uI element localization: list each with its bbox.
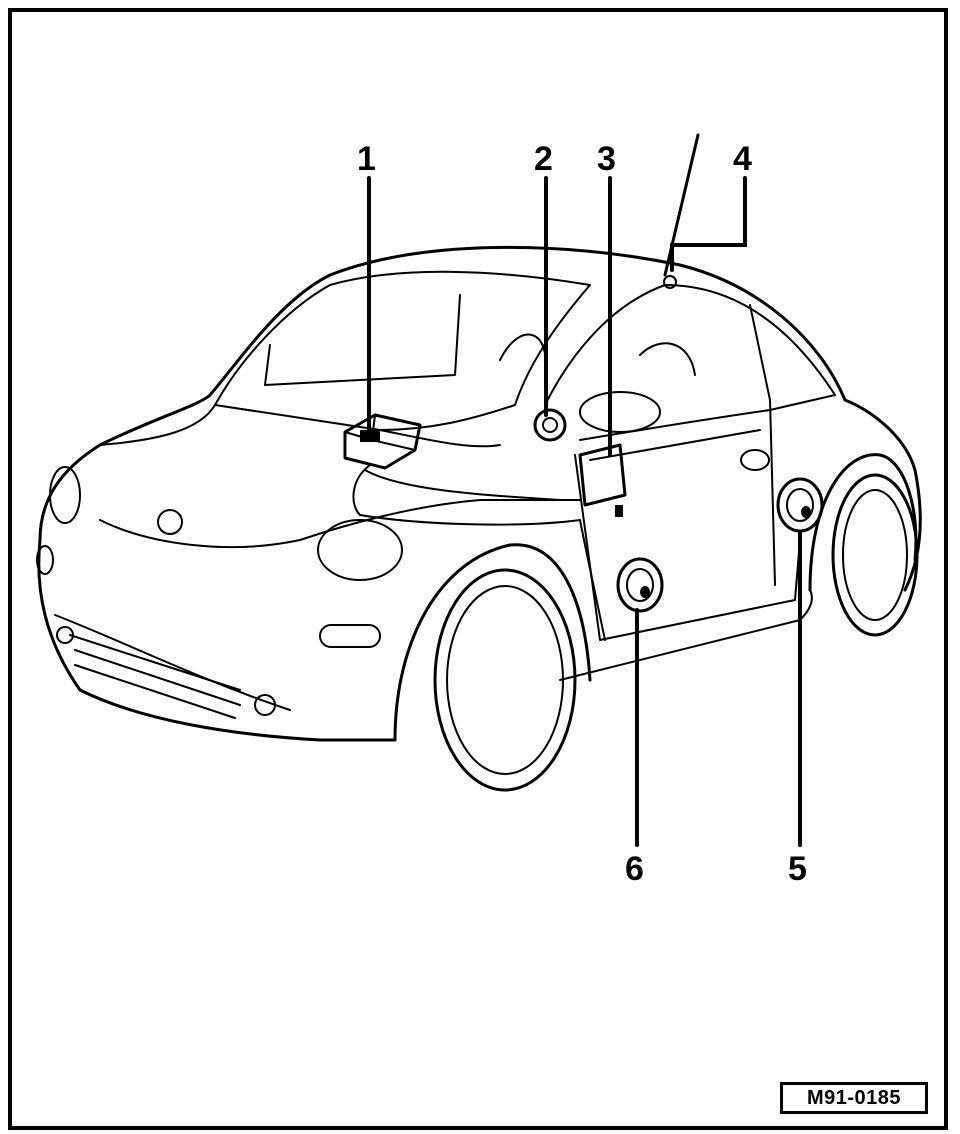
callout-4: 4	[733, 140, 752, 178]
leader-line-4	[670, 176, 747, 272]
callout-6: 6	[625, 850, 644, 888]
leader-lines	[367, 176, 802, 847]
component-5-rear-speaker	[776, 477, 824, 533]
component-6-front-speaker	[616, 557, 664, 613]
car-body	[36, 245, 922, 792]
callout-2: 2	[534, 140, 553, 178]
figure-reference-code: M91-0185	[780, 1082, 928, 1114]
callout-1: 1	[357, 140, 376, 178]
callout-5: 5	[788, 850, 807, 888]
component-1-control-unit	[343, 413, 422, 470]
component-2-tweeter	[533, 408, 567, 442]
callout-3: 3	[597, 140, 616, 178]
component-3-amplifier	[578, 443, 627, 517]
diagram-frame	[8, 8, 948, 1130]
